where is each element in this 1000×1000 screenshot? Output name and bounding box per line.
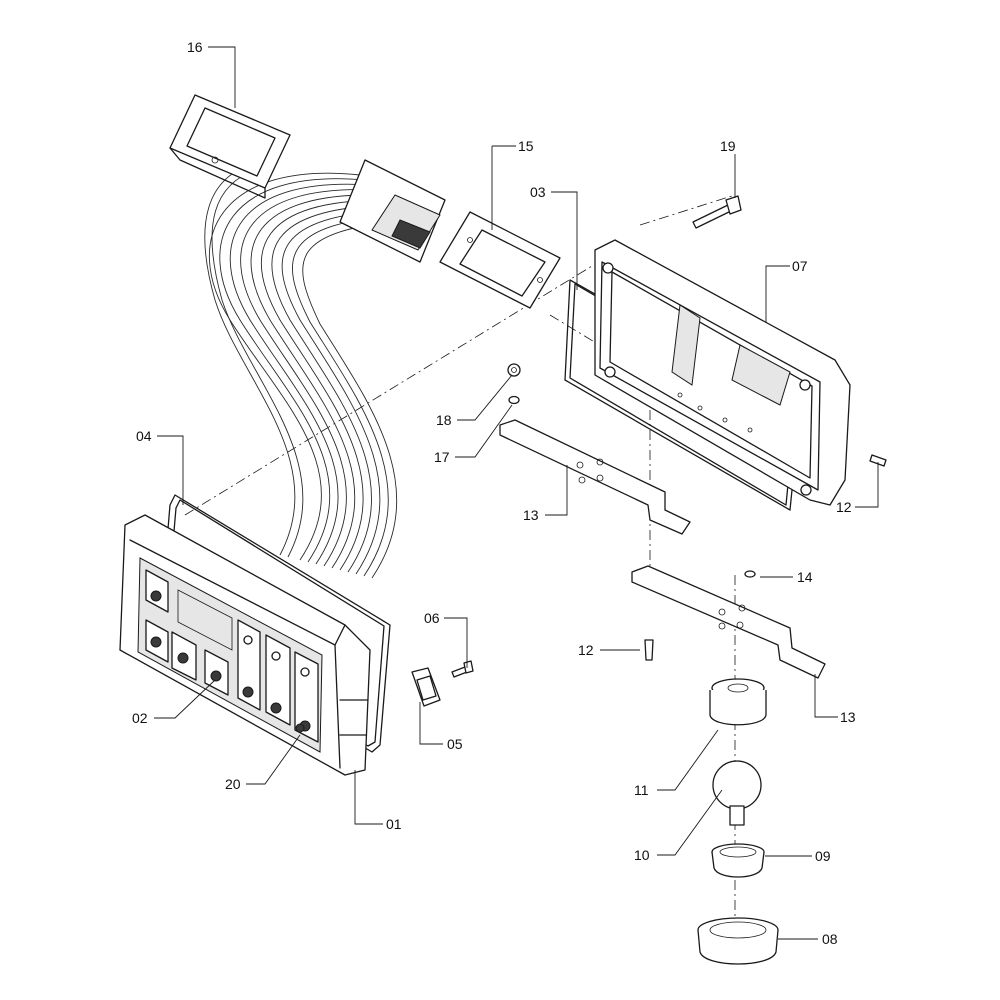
callout-04: 04 — [136, 428, 152, 444]
callout-12-right: 12 — [836, 499, 852, 515]
callout-10: 10 — [634, 847, 650, 863]
callout-17: 17 — [434, 449, 450, 465]
callout-20: 20 — [225, 776, 241, 792]
part-02-control-panel — [137, 557, 323, 753]
part-11-housing — [709, 678, 767, 726]
part-16-bracket — [169, 94, 291, 199]
part-12-pin-right — [869, 454, 887, 467]
callout-13-lower: 13 — [840, 709, 856, 725]
part-13-lower-bracket — [631, 565, 826, 679]
callout-12-lower: 12 — [578, 642, 594, 658]
part-14-screw — [744, 570, 756, 578]
callout-02: 02 — [132, 710, 148, 726]
part-08-collar — [697, 917, 779, 965]
part-20-knob — [295, 723, 305, 733]
callout-05: 05 — [447, 736, 463, 752]
callout-15: 15 — [518, 138, 534, 154]
callout-labels: 16 15 03 19 07 18 17 13 12 04 14 06 12 0… — [132, 39, 856, 947]
part-17-washer — [508, 395, 520, 405]
part-07-rear-housing — [594, 239, 851, 506]
part-19-screw — [692, 195, 742, 229]
part-15-plate — [439, 211, 561, 309]
part-13-upper-bracket — [499, 419, 691, 535]
callout-14: 14 — [797, 569, 813, 585]
part-18-nut — [507, 363, 521, 377]
callout-18: 18 — [436, 412, 452, 428]
callout-07: 07 — [792, 258, 808, 274]
part-09-ring — [711, 843, 765, 878]
callout-13-upper: 13 — [523, 507, 539, 523]
part-10-ball — [712, 760, 762, 826]
callout-16: 16 — [187, 39, 203, 55]
part-05-clip — [411, 667, 441, 707]
part-06-screw — [451, 660, 474, 678]
leader-lines — [154, 46, 879, 940]
part-12-pin-lower — [644, 639, 654, 661]
callout-08: 08 — [822, 931, 838, 947]
callout-06: 06 — [424, 610, 440, 626]
callout-19: 19 — [720, 138, 736, 154]
callout-01: 01 — [386, 816, 402, 832]
callout-09: 09 — [815, 848, 831, 864]
callout-03: 03 — [530, 184, 546, 200]
connector-block — [339, 159, 446, 263]
callout-11: 11 — [634, 782, 649, 798]
